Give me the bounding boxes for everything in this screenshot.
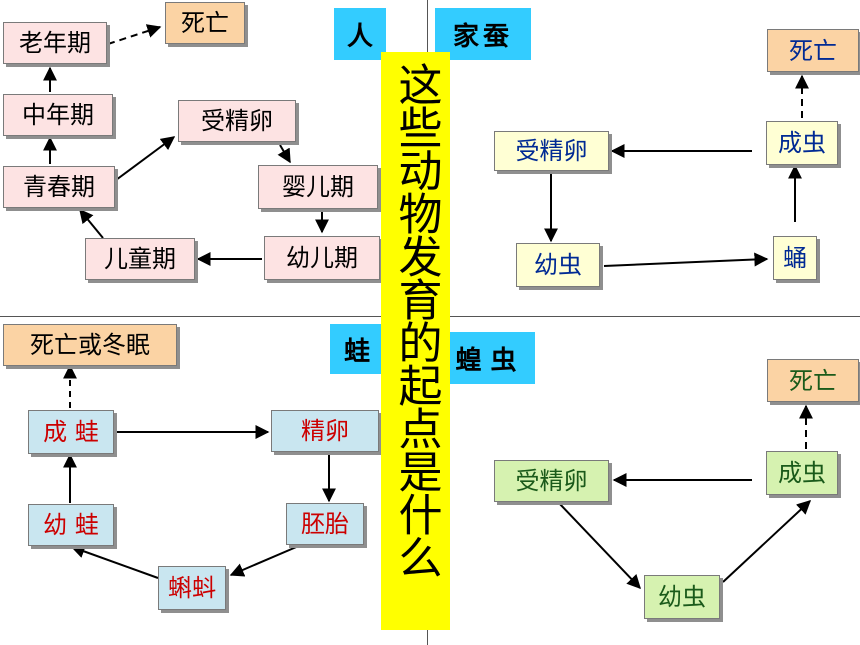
arrow-egg-infancy [277, 144, 291, 164]
silkworm-adult-box: 成虫 [766, 121, 838, 165]
silkworm-label: 家蚕 [435, 8, 531, 60]
embryo-box: 胚胎 [286, 503, 364, 545]
arrow-child-youth [79, 208, 104, 239]
old-age-box: 老年期 [3, 22, 107, 64]
silkworm-larva-box: 幼虫 [516, 243, 600, 287]
arrow-youth-egg [115, 136, 176, 181]
human-label: 人 [334, 8, 386, 60]
silkworm-pupa-box: 蛹 [773, 236, 817, 280]
childhood-box: 儿童期 [85, 238, 195, 280]
tadpole-box: 蝌蚪 [158, 566, 226, 610]
center-title-banner: 这些动物发育的起点是什么 [381, 52, 450, 630]
arrow-larva-adult-locust [722, 500, 812, 583]
silkworm-egg-box: 受精卵 [494, 131, 609, 171]
frog-death-box: 死亡或冬眠 [3, 324, 177, 366]
adult-frog-box: 成 蛙 [28, 410, 114, 454]
young-frog-box: 幼 蛙 [28, 504, 114, 546]
locust-adult-box: 成虫 [766, 451, 838, 495]
locust-death-box: 死亡 [767, 359, 859, 402]
youth-box: 青春期 [3, 166, 115, 208]
locust-egg-box: 受精卵 [494, 460, 609, 502]
arrow-tadpole-young [70, 544, 159, 579]
middle-age-box: 中年期 [3, 94, 113, 136]
arrow-egg-larva-locust [557, 501, 641, 590]
locust-larva-box: 幼虫 [644, 575, 720, 619]
gametes-box: 精卵 [271, 410, 379, 452]
center-title: 这些动物发育的起点是什么 [390, 62, 442, 578]
human-death-box: 死亡 [165, 2, 245, 44]
locust-label: 蝗 虫 [437, 332, 535, 384]
human-egg-box: 受精卵 [178, 100, 296, 142]
arrow-embryo-tadpole [229, 544, 302, 577]
arrow-oldage-death [107, 24, 162, 45]
arrow-larva-pupa [603, 252, 769, 267]
silkworm-death-box: 死亡 [767, 29, 859, 72]
early-childhood-box: 幼儿期 [264, 236, 380, 280]
infancy-box: 婴儿期 [258, 165, 378, 209]
frog-label: 蛙 [330, 324, 384, 374]
